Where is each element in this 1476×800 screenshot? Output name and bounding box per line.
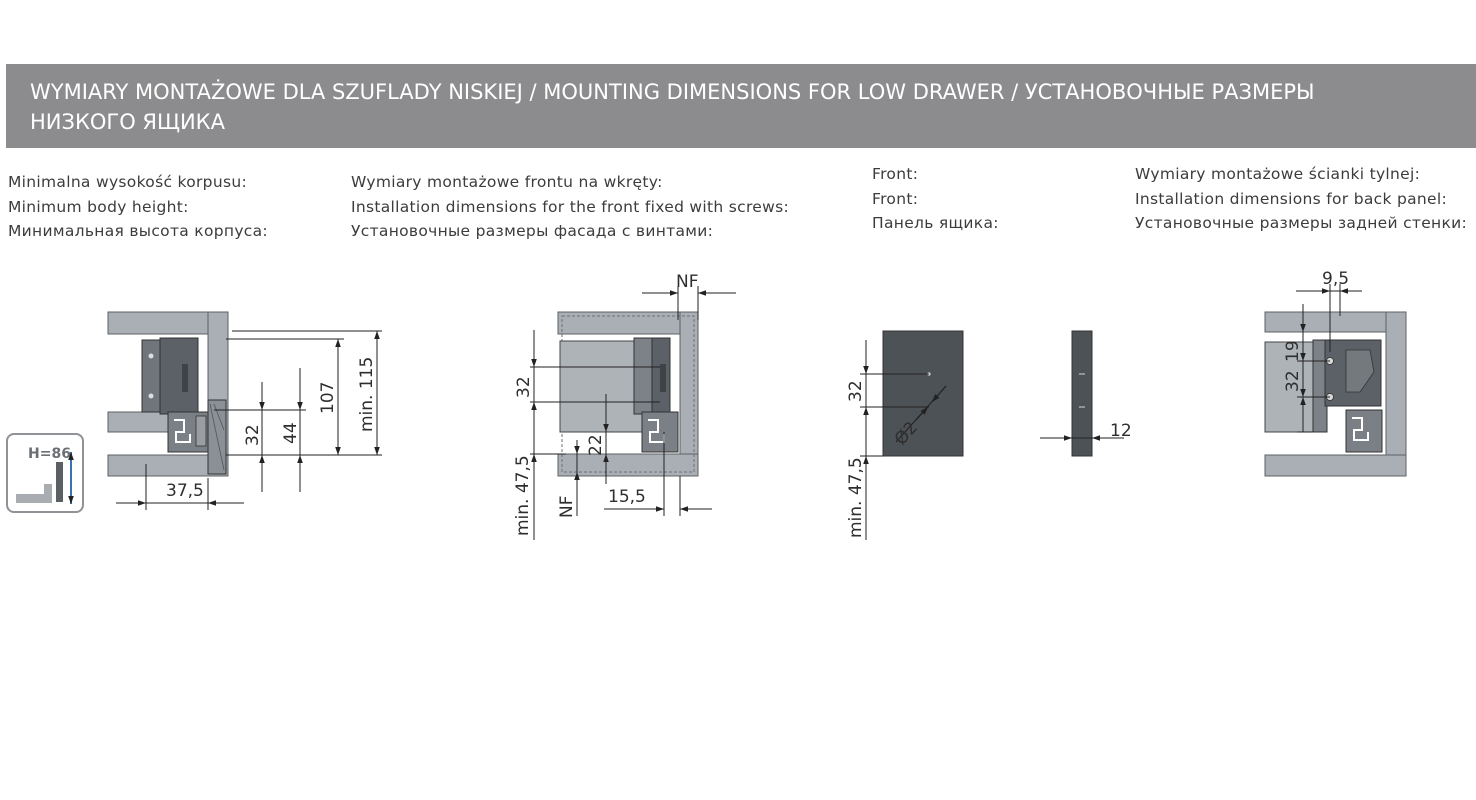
- dim-label: 32: [514, 376, 534, 398]
- caption-line: Installation dimensions for the front fi…: [351, 197, 789, 216]
- drawing-back-panel: 9,5 32 19: [1264, 269, 1407, 477]
- caption-front-screws: Wymiary montażowe frontu na wkręty: Inst…: [351, 170, 789, 244]
- dim-label: 15,5: [608, 487, 646, 507]
- caption-line: Установочные размеры задней стенки:: [1135, 214, 1468, 232]
- dim-label: min. 47,5: [513, 455, 533, 536]
- dim-label: 19: [1283, 340, 1303, 362]
- caption-line: Wymiary montażowe ścianki tylnej:: [1135, 165, 1421, 183]
- dim-label: min. 115: [357, 357, 377, 432]
- caption-line: Minimalna wysokość korpusu:: [8, 173, 247, 191]
- dim-label: NF: [557, 496, 577, 519]
- caption-front: Front: Front: Панель ящика:: [872, 162, 999, 236]
- dim-label: NF: [676, 272, 699, 292]
- caption-line: Minimum body height:: [8, 197, 189, 216]
- drawing-min-body-height: 32 44 107 min. 115 37,5: [107, 311, 382, 510]
- badge-panel-icon: [56, 462, 63, 502]
- caption-min-body-height: Minimalna wysokość korpusu: Minimum body…: [8, 170, 268, 244]
- dim-label: 44: [281, 422, 301, 444]
- drawing-front: 32 min. 47,5 Ø2 12: [846, 330, 1132, 540]
- badge-drawer-icon: [16, 494, 52, 503]
- caption-line: Минимальная высота корпуса:: [8, 222, 268, 240]
- section-header: WYMIARY MONTAŻOWE DLA SZUFLADY NISKIEJ /…: [6, 64, 1476, 148]
- dim-label: 32: [1283, 370, 1303, 392]
- dim-label: 37,5: [166, 481, 204, 501]
- caption-line: Installation dimensions for back panel:: [1135, 189, 1447, 208]
- caption-line: Front:: [872, 165, 919, 183]
- caption-line: Front:: [872, 189, 919, 208]
- caption-back-panel: Wymiary montażowe ścianki tylnej: Instal…: [1135, 162, 1467, 236]
- dim-label: 32: [846, 380, 866, 402]
- height-badge: H=86: [6, 433, 84, 513]
- caption-line: Панель ящика:: [872, 214, 999, 232]
- dim-label: 22: [586, 434, 606, 456]
- dim-label: 107: [318, 382, 338, 414]
- dim-label: 32: [243, 424, 263, 446]
- dim-label: 12: [1110, 421, 1132, 441]
- caption-line: Установочные размеры фасада с винтами:: [351, 222, 714, 240]
- badge-label: H=86: [28, 446, 71, 462]
- dim-label: min. 47,5: [846, 457, 866, 538]
- section-title: WYMIARY MONTAŻOWE DLA SZUFLADY NISKIEJ /…: [30, 80, 1315, 134]
- caption-line: Wymiary montażowe frontu na wkręty:: [351, 173, 663, 191]
- drawing-front-screws: NF 32 min. 47,5 NF 22 15,5: [513, 272, 736, 540]
- dim-label: 9,5: [1322, 269, 1349, 289]
